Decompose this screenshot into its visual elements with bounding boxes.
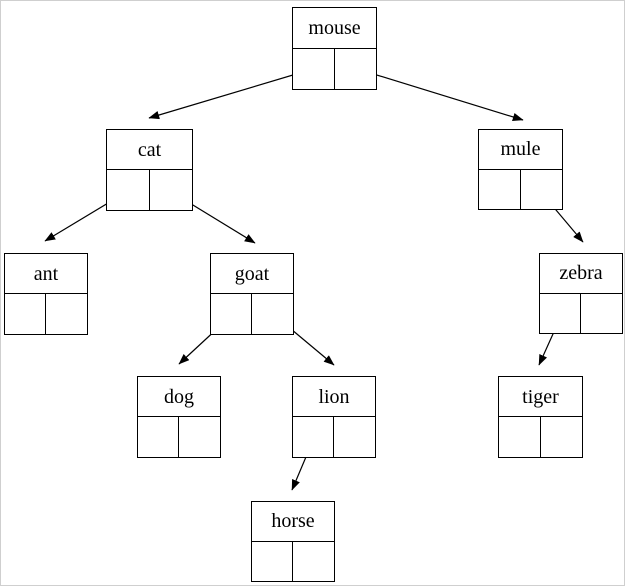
node-pointers-ant (5, 294, 87, 334)
tree-node-zebra[interactable]: zebra (539, 253, 623, 334)
tree-node-ant[interactable]: ant (4, 253, 88, 335)
tree-node-lion[interactable]: lion (292, 376, 376, 458)
tree-node-cat[interactable]: cat (106, 129, 193, 211)
node-label-zebra: zebra (540, 254, 622, 294)
tree-edge-mouse-right-to-mule (353, 67, 524, 122)
right-pointer-cell-dog (179, 417, 220, 457)
left-pointer-cell-ant (5, 294, 46, 334)
node-pointers-dog (138, 417, 220, 457)
left-pointer-cell-horse (252, 541, 293, 581)
left-pointer-cell-tiger (499, 417, 541, 457)
node-pointers-tiger (499, 417, 582, 457)
right-pointer-cell-cat (150, 170, 193, 210)
right-pointer-cell-mule (521, 170, 563, 210)
node-pointers-goat (211, 294, 293, 334)
tree-node-tiger[interactable]: tiger (498, 376, 583, 458)
left-pointer-cell-lion (293, 417, 334, 457)
node-label-lion: lion (293, 377, 375, 417)
tree-node-goat[interactable]: goat (210, 253, 294, 335)
node-label-horse: horse (252, 502, 334, 542)
node-pointers-horse (252, 541, 334, 582)
left-pointer-cell-cat (107, 170, 150, 210)
node-pointers-mule (479, 169, 563, 210)
right-pointer-cell-goat (252, 294, 293, 334)
node-label-ant: ant (5, 254, 87, 294)
left-pointer-cell-zebra (540, 293, 581, 333)
node-label-cat: cat (107, 130, 192, 170)
right-pointer-cell-mouse (335, 49, 377, 90)
tree-node-horse[interactable]: horse (251, 501, 335, 582)
tree-node-mule[interactable]: mule (478, 129, 563, 210)
node-label-dog: dog (138, 377, 220, 417)
left-pointer-cell-goat (211, 294, 252, 334)
right-pointer-cell-tiger (541, 417, 583, 457)
left-pointer-cell-mule (479, 169, 521, 209)
right-pointer-cell-lion (334, 417, 375, 457)
right-pointer-cell-ant (46, 294, 87, 334)
node-label-mouse: mouse (293, 8, 376, 49)
node-pointers-lion (293, 417, 375, 457)
tree-node-dog[interactable]: dog (137, 376, 221, 458)
node-label-tiger: tiger (499, 377, 582, 417)
node-pointers-mouse (293, 48, 377, 90)
node-label-goat: goat (211, 254, 293, 294)
right-pointer-cell-horse (293, 542, 334, 582)
right-pointer-cell-zebra (581, 294, 622, 334)
left-pointer-cell-dog (138, 417, 179, 457)
node-pointers-zebra (540, 293, 622, 334)
left-pointer-cell-mouse (293, 48, 335, 89)
tree-edge-mouse-left-to-cat (148, 68, 314, 120)
node-pointers-cat (107, 170, 192, 210)
tree-node-mouse[interactable]: mouse (292, 7, 377, 90)
node-label-mule: mule (479, 130, 562, 170)
